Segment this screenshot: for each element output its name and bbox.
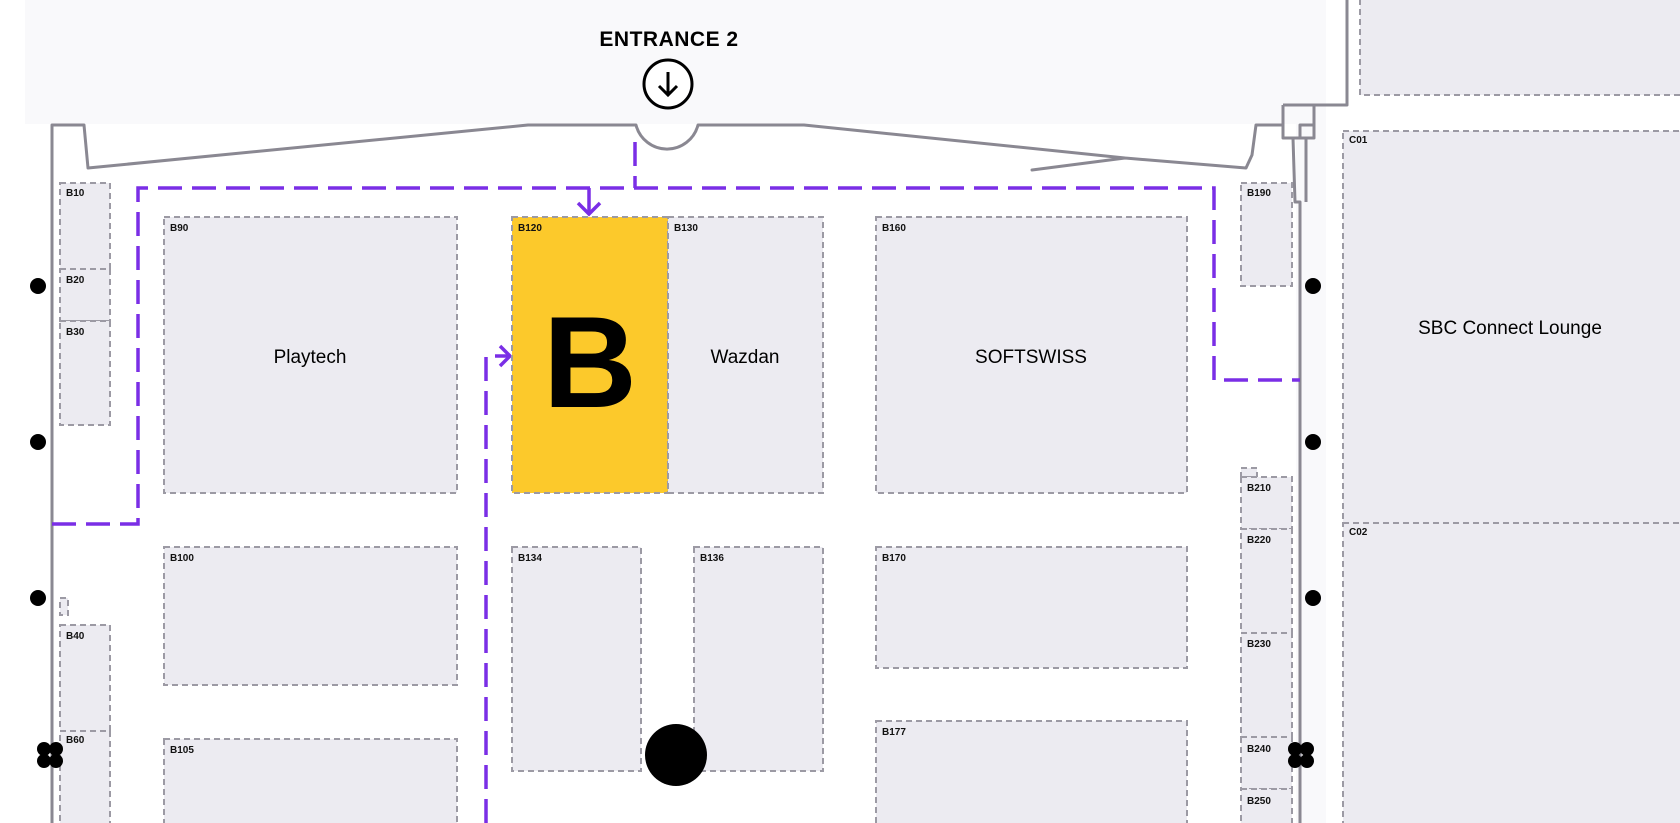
booth-b220[interactable]: B220	[1240, 528, 1293, 634]
booth-b20[interactable]: B20	[59, 268, 111, 322]
booth-id: B136	[700, 553, 724, 564]
pillar-icon	[1305, 590, 1321, 606]
booth-b120-highlighted[interactable]: B120 B	[511, 216, 669, 494]
route-upper-loop	[52, 186, 1300, 526]
booth-id: B170	[882, 553, 906, 564]
pillar-icon	[30, 434, 46, 450]
booth-name: SBC Connect Lounge	[1418, 318, 1602, 339]
booth-id: B240	[1247, 744, 1271, 755]
booth-id: B230	[1247, 639, 1271, 650]
booth-b130[interactable]: B130 Wazdan	[667, 216, 824, 494]
booth-b40[interactable]: B40	[59, 624, 111, 732]
route-arrowhead-down	[576, 201, 602, 217]
booth-id: C01	[1349, 135, 1368, 146]
small-booth-marker	[1240, 467, 1258, 478]
small-booth-marker	[59, 597, 69, 616]
booth-id: B105	[170, 745, 194, 756]
booth-id: B90	[170, 223, 189, 234]
booth-top-right[interactable]	[1359, 0, 1680, 96]
booth-b250[interactable]: B250	[1240, 788, 1293, 823]
booth-b90[interactable]: B90 Playtech	[163, 216, 458, 494]
clover-pillar-icon	[1288, 742, 1314, 768]
booth-b136[interactable]: B136	[693, 546, 824, 772]
booth-b100[interactable]: B100	[163, 546, 458, 686]
booth-id: B40	[66, 631, 85, 642]
clover-pillar-icon	[37, 742, 63, 768]
booth-id: B190	[1247, 188, 1271, 199]
booth-b30[interactable]: B30	[59, 320, 111, 426]
booth-id: B220	[1247, 535, 1271, 546]
booth-b10[interactable]: B10	[59, 182, 111, 270]
booth-b190[interactable]: B190	[1240, 182, 1293, 287]
route-arrowhead-right	[498, 344, 513, 368]
highlight-letter: B	[543, 289, 637, 435]
booth-b60[interactable]: B60	[59, 730, 111, 823]
booth-b230[interactable]: B230	[1240, 632, 1293, 738]
booth-b134[interactable]: B134	[511, 546, 642, 772]
booth-b240[interactable]: B240	[1240, 736, 1293, 790]
pillar-icon	[1305, 434, 1321, 450]
booth-id: B100	[170, 553, 194, 564]
booth-id: B134	[518, 553, 542, 564]
pillar-icon	[30, 278, 46, 294]
booth-c02[interactable]: C02	[1342, 522, 1680, 823]
booth-c01[interactable]: C01 SBC Connect Lounge	[1342, 130, 1680, 524]
booth-b170[interactable]: B170	[875, 546, 1188, 669]
booth-b105[interactable]: B105	[163, 738, 458, 823]
booth-id: B30	[66, 327, 85, 338]
pillar-icon	[1305, 278, 1321, 294]
booth-id: B210	[1247, 483, 1271, 494]
booth-id: B20	[66, 275, 85, 286]
booth-id: B60	[66, 735, 85, 746]
booth-id: B177	[882, 727, 906, 738]
booth-name: SOFTSWISS	[975, 347, 1087, 368]
booth-b160[interactable]: B160 SOFTSWISS	[875, 216, 1188, 494]
hall-wall	[50, 123, 1283, 823]
booth-b210[interactable]: B210	[1240, 476, 1293, 530]
booth-id: B160	[882, 223, 906, 234]
pillar-icon	[30, 590, 46, 606]
booth-b177[interactable]: B177	[875, 720, 1188, 823]
booth-id: B130	[674, 223, 698, 234]
booth-id: C02	[1349, 527, 1368, 538]
booth-id: B250	[1247, 796, 1271, 807]
booth-name: Playtech	[274, 347, 347, 368]
booth-id: B120	[518, 223, 542, 234]
booth-name: Wazdan	[711, 347, 780, 368]
route-aisle	[484, 354, 508, 823]
entrance-label: ENTRANCE 2	[599, 28, 738, 51]
arrow-down-circle-icon[interactable]	[642, 58, 694, 110]
booth-id: B10	[66, 188, 85, 199]
large-pillar-icon	[645, 724, 707, 786]
hall-corner-structure	[1281, 0, 1349, 202]
